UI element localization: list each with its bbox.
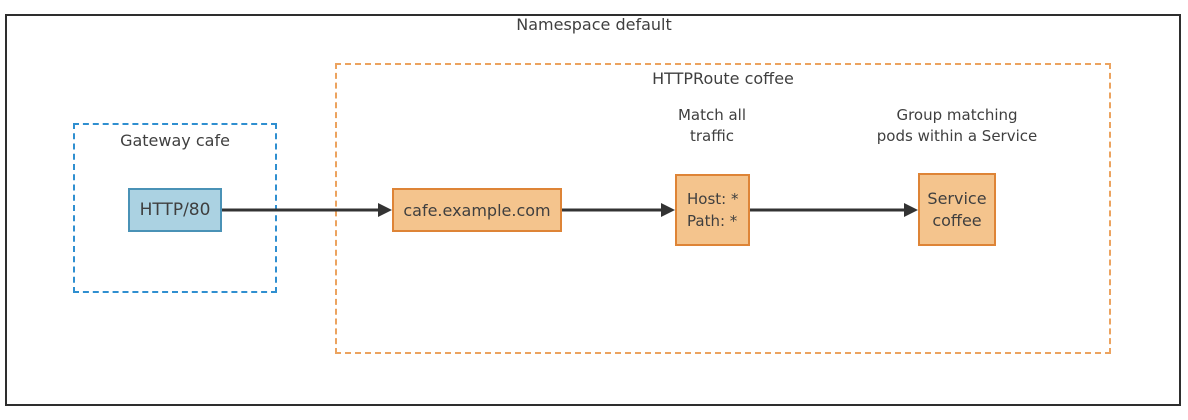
service-name-line1: Service (927, 188, 987, 208)
service-name-line2: coffee (932, 210, 982, 230)
service-annotation-line2: pods within a Service (876, 127, 1038, 145)
httproute-label: HTTPRoute coffee (652, 69, 794, 88)
service-annotation: Group matching pods within a Service (847, 105, 1067, 147)
service-annotation-line1: Group matching (896, 106, 1018, 124)
hostname-node: cafe.example.com (392, 188, 562, 232)
match-annotation: Match all traffic (632, 105, 792, 147)
listener-label: HTTP/80 (139, 199, 211, 220)
namespace-title: Namespace default (516, 15, 672, 34)
gateway-label: Gateway cafe (120, 131, 230, 150)
listener-node: HTTP/80 (128, 188, 222, 232)
match-host-rule: Host: * (687, 190, 739, 208)
match-annotation-line1: Match all (677, 106, 747, 124)
gateway-box: Gateway cafe (73, 123, 277, 293)
service-node: Service coffee (918, 173, 996, 246)
hostname-label: cafe.example.com (403, 200, 551, 220)
match-path-rule: Path: * (687, 212, 738, 230)
match-annotation-line2: traffic (690, 127, 734, 145)
match-node: Host: * Path: * (675, 174, 750, 246)
